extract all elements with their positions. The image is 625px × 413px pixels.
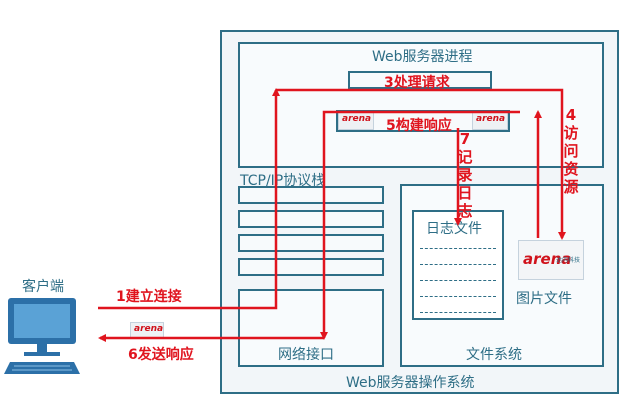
tcpip-layer <box>238 186 384 204</box>
step-6-label: 6发送响应 <box>128 347 194 363</box>
tcpip-layer <box>238 234 384 252</box>
network-interface-label: 网络接口 <box>278 347 334 363</box>
log-line <box>420 312 496 313</box>
image-file-label: 图片文件 <box>516 291 572 307</box>
tcpip-layer <box>238 210 384 228</box>
image-file-logo: arena 达内科技 <box>518 240 584 280</box>
arena-logo-text: arena <box>476 114 506 124</box>
arrow-connect <box>98 88 280 310</box>
arrow-build-response <box>320 110 520 340</box>
arena-logo-sub: 达内科技 <box>555 257 580 264</box>
log-line <box>420 248 496 249</box>
network-interface-box <box>238 289 384 367</box>
tcpip-layer <box>238 258 384 276</box>
log-line <box>420 280 496 281</box>
client-label: 客户端 <box>22 279 64 295</box>
process-request-slot <box>348 71 492 89</box>
arena-logo-text: arena <box>342 114 372 124</box>
step-3-label: 3处理请求 <box>384 75 450 91</box>
arena-logo-text: arena <box>134 324 164 334</box>
client-computer-icon <box>4 298 80 374</box>
step-1-label: 1建立连接 <box>116 289 182 305</box>
file-system-label: 文件系统 <box>466 347 522 363</box>
arena-logo-text: arena <box>523 250 572 268</box>
step-5-label: 5构建响应 <box>386 118 452 134</box>
log-file-label: 日志文件 <box>426 221 482 237</box>
tcpip-label: TCP/IP协议栈 <box>240 173 326 189</box>
process-label: Web服务器进程 <box>372 49 473 65</box>
log-line <box>420 264 496 265</box>
log-line <box>420 296 496 297</box>
os-label: Web服务器操作系统 <box>346 375 475 391</box>
web-server-process-box <box>238 42 604 168</box>
arrow-process <box>276 88 566 240</box>
